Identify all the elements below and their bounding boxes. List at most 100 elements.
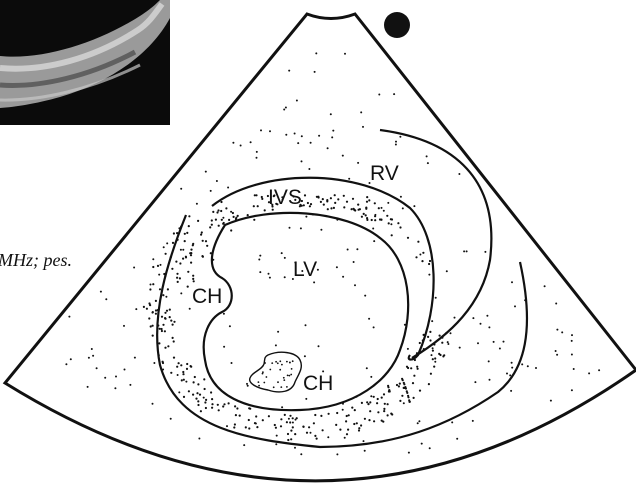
stipple-dot	[177, 374, 179, 376]
stipple-dot	[188, 390, 190, 392]
stipple-dot	[177, 281, 179, 283]
stipple-dot	[303, 204, 305, 206]
stipple-dot	[383, 410, 385, 412]
stipple-dot	[223, 403, 225, 405]
stipple-dot	[447, 343, 449, 345]
stipple-dot	[166, 310, 168, 312]
stipple-dot	[175, 261, 177, 263]
stipple-dot	[217, 404, 219, 406]
stipple-dot	[357, 204, 359, 206]
stipple-dot	[152, 266, 154, 268]
stipple-dot	[389, 390, 391, 392]
stipple-dot	[459, 347, 461, 349]
stipple-dot	[343, 206, 345, 208]
stipple-dot	[429, 339, 431, 341]
stipple-dot	[428, 274, 430, 276]
myocardium-stipple	[143, 194, 448, 441]
stipple-dot	[192, 278, 194, 280]
stipple-dot	[275, 361, 277, 363]
stipple-dot	[129, 384, 131, 386]
stipple-dot	[571, 334, 573, 336]
stipple-dot	[408, 452, 410, 454]
stipple-dot	[248, 427, 250, 429]
stipple-dot	[201, 231, 203, 233]
stipple-dot	[232, 142, 234, 144]
stipple-dot	[261, 198, 263, 200]
stipple-dot	[152, 258, 154, 260]
stipple-dot	[588, 372, 590, 374]
stipple-dot	[289, 227, 291, 229]
stipple-dot	[259, 255, 261, 257]
stipple-dot	[413, 375, 415, 377]
stipple-dot	[318, 135, 320, 137]
stipple-dot	[220, 201, 222, 203]
stipple-dot	[237, 215, 239, 217]
stipple-dot	[365, 214, 367, 216]
stipple-dot	[161, 328, 163, 330]
stipple-dot	[395, 144, 397, 146]
stipple-dot	[210, 190, 212, 192]
stipple-dot	[205, 240, 207, 242]
stipple-dot	[290, 374, 292, 376]
stipple-dot	[310, 142, 312, 144]
stipple-dot	[555, 303, 557, 305]
stipple-dot	[410, 367, 412, 369]
stipple-dot	[123, 325, 125, 327]
stipple-dot	[200, 234, 202, 236]
stipple-dot	[342, 409, 344, 411]
stipple-dot	[374, 219, 376, 221]
stipple-dot	[314, 414, 316, 416]
stipple-dot	[155, 300, 157, 302]
stipple-dot	[407, 237, 409, 239]
stipple-dot	[273, 386, 275, 388]
stipple-dot	[370, 395, 372, 397]
stipple-dot	[190, 249, 192, 251]
stipple-dot	[162, 361, 164, 363]
stipple-dot	[334, 202, 336, 204]
stipple-dot	[361, 402, 363, 404]
stipple-dot	[403, 402, 405, 404]
stipple-dot	[291, 368, 293, 370]
stipple-dot	[306, 432, 308, 434]
stipple-dot	[185, 381, 187, 383]
stipple-dot	[189, 252, 191, 254]
stipple-dot	[257, 205, 259, 207]
stipple-dot	[544, 285, 546, 287]
stipple-dot	[276, 435, 278, 437]
stipple-dot	[429, 447, 431, 449]
stipple-dot	[422, 252, 424, 254]
stipple-dot	[269, 130, 271, 132]
caption-fragment: MHz; pes.	[0, 250, 72, 270]
stipple-dot	[173, 340, 175, 342]
stipple-dot	[378, 207, 380, 209]
stipple-dot	[301, 135, 303, 137]
stipple-dot	[198, 438, 200, 440]
stipple-dot	[335, 424, 337, 426]
stipple-dot	[215, 219, 217, 221]
stipple-dot	[400, 196, 402, 198]
stipple-dot	[419, 254, 421, 256]
stipple-dot	[503, 341, 505, 343]
stipple-dot	[362, 126, 364, 128]
stipple-dot	[399, 383, 401, 385]
stipple-dot	[443, 354, 445, 356]
stipple-dot	[428, 383, 430, 385]
stipple-dot	[344, 437, 346, 439]
stipple-dot	[236, 407, 238, 409]
stipple-dot	[202, 240, 204, 242]
stipple-dot	[598, 369, 600, 371]
stipple-dot	[287, 433, 289, 435]
stipple-dot	[268, 415, 270, 417]
stipple-dot	[179, 262, 181, 264]
stipple-dot	[222, 217, 224, 219]
stipple-dot	[163, 246, 165, 248]
stipple-dot	[366, 401, 368, 403]
stipple-dot	[218, 225, 220, 227]
stipple-dot	[234, 423, 236, 425]
stipple-dot	[432, 347, 434, 349]
stipple-dot	[234, 405, 236, 407]
stipple-dot	[227, 187, 229, 189]
stipple-dot	[353, 261, 355, 263]
stipple-dot	[556, 354, 558, 356]
stipple-dot	[228, 219, 230, 221]
